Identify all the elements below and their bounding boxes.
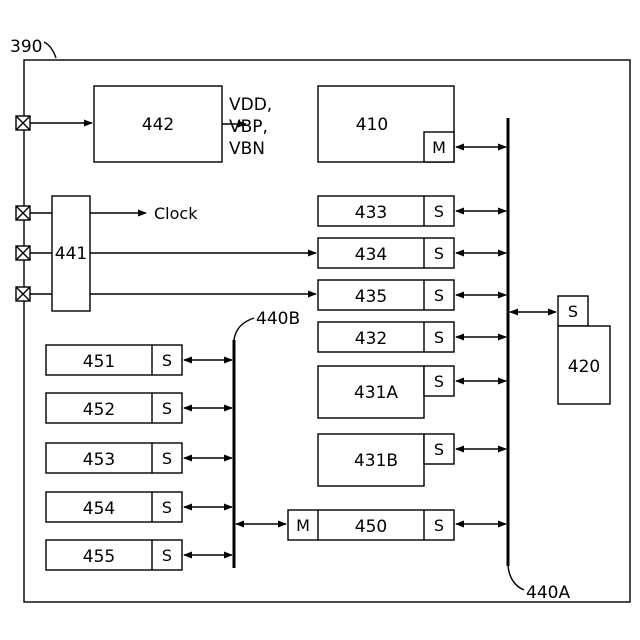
block-431b-port-label: S (434, 440, 444, 459)
block-432-port-label: S (434, 328, 444, 347)
block-455-port-label: S (162, 546, 172, 565)
block-442-label: 442 (142, 115, 174, 135)
block-450-master-port-label: M (296, 516, 310, 535)
block-431b-label: 431B (354, 451, 398, 471)
block-454-label: 454 (83, 499, 115, 519)
block-420-label: 420 (568, 357, 600, 377)
block-450-label: 450 (355, 517, 387, 537)
block-435-label: 435 (355, 287, 387, 307)
block-452-port-label: S (162, 399, 172, 418)
terminal-clock-3-icon (16, 287, 30, 301)
block-450-slave-port-label: S (434, 516, 444, 535)
block-433-port-label: S (434, 202, 444, 221)
chip-label: 390 (10, 37, 42, 57)
block-452-label: 452 (83, 400, 115, 420)
block-435-port-label: S (434, 286, 444, 305)
power-output-vdd: VDD, (229, 95, 272, 115)
power-output-vbp: VBP, (229, 117, 268, 137)
terminal-clock-1-icon (16, 206, 30, 220)
block-434-label: 434 (355, 245, 387, 265)
power-output-vbn: VBN (229, 139, 265, 159)
terminal-power-icon (16, 116, 30, 130)
block-453-label: 453 (83, 450, 115, 470)
block-441-label: 441 (55, 244, 87, 264)
block-453-port-label: S (162, 449, 172, 468)
block-420-port-label: S (568, 302, 578, 321)
block-455-label: 455 (83, 547, 115, 567)
clock-output-label: Clock (154, 204, 198, 223)
block-451-label: 451 (83, 352, 115, 372)
block-454-port-label: S (162, 498, 172, 517)
chip-label-leader (44, 42, 56, 58)
bus-440a-label: 440A (526, 583, 570, 603)
block-410-port-label: M (432, 138, 446, 157)
terminal-clock-2-icon (16, 246, 30, 260)
block-432-label: 432 (355, 329, 387, 349)
block-433-label: 433 (355, 203, 387, 223)
block-451-port-label: S (162, 351, 172, 370)
block-434-port-label: S (434, 244, 444, 263)
block-431a-port-label: S (434, 372, 444, 391)
bus-440b-label: 440B (256, 309, 300, 329)
block-431a-label: 431A (354, 383, 398, 403)
block-410-label: 410 (356, 115, 388, 135)
